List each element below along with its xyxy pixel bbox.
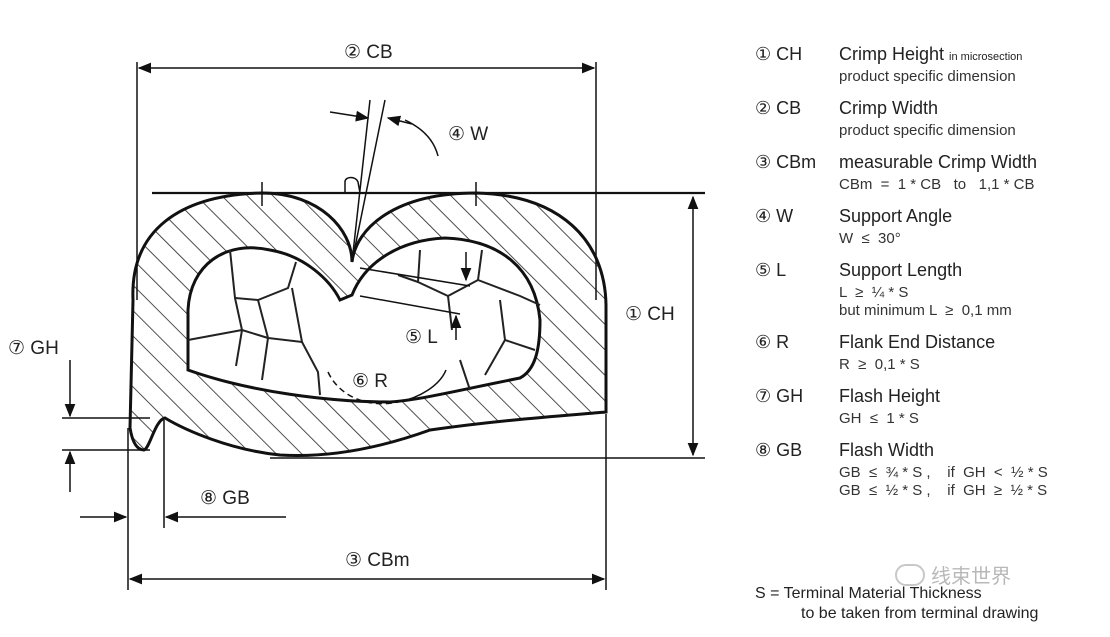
label-ch: ① CH [625, 304, 675, 325]
legend-title: Crimp Width [839, 98, 1100, 122]
watermark-text: 线束世界 [931, 564, 1011, 588]
legend-title: Flank End Distance [839, 332, 1100, 356]
legend-code: ① CH [755, 44, 803, 64]
legend-code: ③ CBm [755, 152, 817, 172]
legend-title: Flash Width [839, 440, 1100, 464]
legend-text: measurable Crimp Width CBm = 1 * CB to 1… [839, 152, 1100, 194]
legend-detail: R ≥ 0,1 * S [839, 356, 920, 373]
legend-detail: CBm = 1 * CB to 1,1 * CB [839, 176, 1035, 193]
legend-detail: GH ≤ 1 * S [839, 410, 919, 427]
legend-title-main: Crimp Width [839, 98, 939, 118]
legend-detail: product specific dimension [839, 68, 1016, 85]
legend-code: ⑧ GB [755, 440, 803, 460]
legend-item: ⑥ R Flank End Distance R ≥ 0,1 * S [755, 332, 1100, 374]
legend-title-small: in microsection [949, 51, 1023, 63]
legend-item: ⑦ GH Flash Height GH ≤ 1 * S [755, 386, 1100, 428]
legend-item: ⑧ GB Flash Width GB ≤ ¾ * S , if GH < ½ *… [755, 440, 1100, 500]
legend-title-main: measurable Crimp Width [839, 152, 1038, 172]
legend-text: Flash Width GB ≤ ¾ * S , if GH < ½ * S G… [839, 440, 1100, 500]
footnote-line-2: to be taken from terminal drawing [801, 605, 1039, 622]
legend-code: ⑤ L [755, 260, 787, 280]
label-gh: ⑦ GH [8, 338, 59, 359]
label-r: ⑥ R [352, 371, 388, 392]
legend-title-main: Crimp Height [839, 44, 945, 64]
legend-title: Support Length [839, 260, 1100, 284]
legend-title: Flash Height [839, 386, 1100, 410]
legend-code: ② CB [755, 98, 802, 118]
legend-text: Flash Height GH ≤ 1 * S [839, 386, 1100, 428]
label-cb: ② CB [344, 42, 393, 63]
legend-title-main: Flank End Distance [839, 332, 996, 352]
legend-text: Flank End Distance R ≥ 0,1 * S [839, 332, 1100, 374]
crimp-cross-section-diagram: ② CB ① CH ④ W ⑤ L ⑥ R ⑦ GH ⑧ GB ③ CBm [8, 42, 705, 590]
legend-detail: L ≥ ¼ * S but minimum L ≥ 0,1 mm [839, 284, 1012, 319]
legend-title: Crimp Height in microsection [839, 44, 1100, 68]
label-cbm: ③ CBm [345, 550, 410, 571]
label-gb: ⑧ GB [200, 488, 250, 509]
wechat-icon [895, 563, 925, 586]
legend-item: ③ CBm measurable Crimp Width CBm = 1 * CB… [755, 152, 1100, 194]
legend-detail: GB ≤ ¾ * S , if GH < ½ * S GB ≤ ½ * S , … [839, 464, 1048, 499]
label-l: ⑤ L [405, 327, 438, 348]
legend-text: Support Angle W ≤ 30° [839, 206, 1100, 248]
legend-title-main: Flash Height [839, 386, 941, 406]
legend-code: ⑦ GH [755, 386, 804, 406]
legend-title-main: Flash Width [839, 440, 935, 460]
legend-detail: W ≤ 30° [839, 230, 901, 247]
conductor-strands [187, 249, 541, 396]
legend-item: ④ W Support Angle W ≤ 30° [755, 206, 1100, 248]
legend-title-main: Support Length [839, 260, 963, 280]
crimp-inner-cavity [186, 236, 542, 404]
legend-code: ④ W [755, 206, 794, 226]
watermark: 线束世界 [895, 560, 1011, 589]
footnote: S = Terminal Material Thickness to be ta… [755, 584, 1038, 624]
legend-item: ⑤ L Support Length L ≥ ¼ * S but minimum … [755, 260, 1100, 320]
legend-title: Support Angle [839, 206, 1100, 230]
legend-code: ⑥ R [755, 332, 790, 352]
legend-title-main: Support Angle [839, 206, 953, 226]
legend-detail: product specific dimension [839, 122, 1016, 139]
legend-item: ② CB Crimp Width product specific dimensi… [755, 98, 1100, 140]
label-w: ④ W [448, 124, 488, 145]
legend-title: measurable Crimp Width [839, 152, 1100, 176]
footnote-line-1: S = Terminal Material Thickness [755, 585, 982, 602]
legend-text: Crimp Width product specific dimension [839, 98, 1100, 140]
legend-text: Support Length L ≥ ¼ * S but minimum L ≥… [839, 260, 1100, 320]
